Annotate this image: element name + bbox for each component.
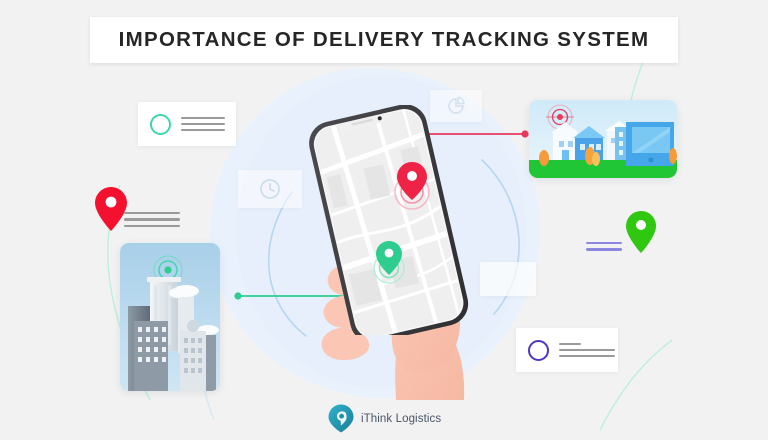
page-title: IMPORTANCE OF DELIVERY TRACKING SYSTEM — [118, 28, 650, 51]
pie-chart-icon — [448, 96, 465, 114]
green-origin-pin[interactable] — [366, 238, 412, 284]
city-skyline-card[interactable] — [120, 243, 220, 391]
red-destination-pin[interactable] — [386, 158, 438, 210]
red-map-pin[interactable] — [94, 186, 128, 232]
smartphone-mockup[interactable] — [300, 105, 490, 335]
info-card-top-left[interactable] — [138, 102, 236, 146]
info-card-bottom-right[interactable] — [516, 328, 618, 372]
analytics-card[interactable] — [430, 90, 482, 122]
info-card-lines — [559, 343, 615, 357]
circle-outline-icon — [528, 339, 549, 361]
circle-outline-icon — [150, 113, 171, 135]
location-pin-logo-icon — [328, 404, 354, 433]
suburb-radar-icon — [546, 104, 574, 130]
title-bar: IMPORTANCE OF DELIVERY TRACKING SYSTEM — [90, 17, 678, 63]
blank-card — [480, 262, 536, 296]
brand-name: iThink Logistics — [361, 412, 442, 425]
brand-logo[interactable]: iThink Logistics — [328, 404, 441, 433]
green-map-pin[interactable] — [625, 210, 657, 254]
suburban-houses-card[interactable] — [529, 100, 677, 178]
red-pin-text-lines — [124, 212, 180, 227]
clock-card[interactable] — [238, 170, 302, 208]
info-card-lines — [181, 116, 225, 132]
clock-icon — [260, 179, 280, 199]
green-pin-text-lines — [586, 242, 622, 251]
